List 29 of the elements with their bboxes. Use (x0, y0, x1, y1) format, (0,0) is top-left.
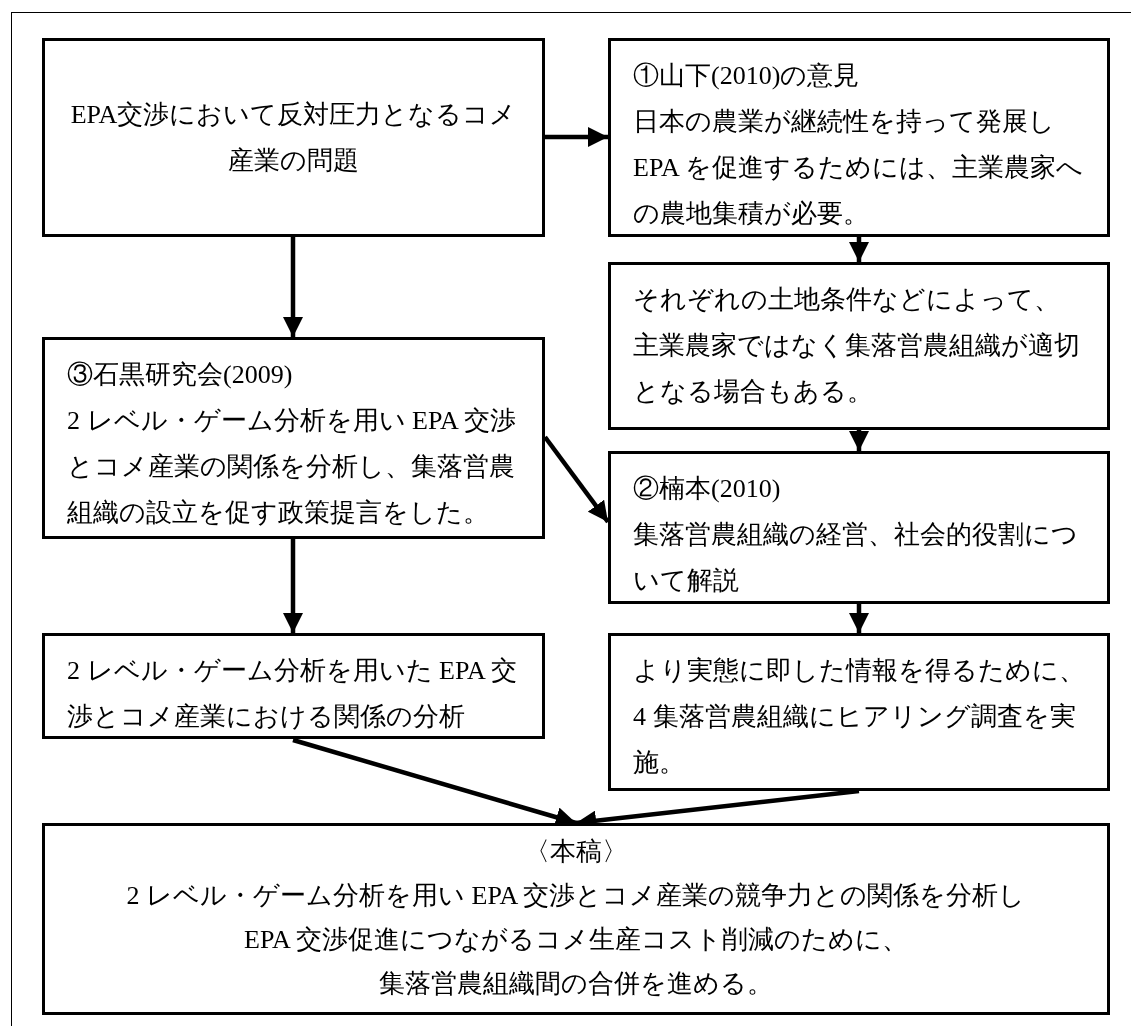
arrow (848, 430, 870, 451)
arrow (543, 435, 610, 524)
box-text: より実態に即した情報を得るために、4 集落営農組織にヒアリング調査を実施。 (633, 655, 1085, 779)
box-text: 集落営農組織の経営、社会的役割について解説 (633, 519, 1079, 597)
box-text: EPA交渉において反対圧力となるコメ産業の問題 (69, 98, 518, 177)
arrow (848, 237, 870, 262)
arrow (848, 604, 870, 633)
box-text: 日本の農業が継続性を持って発展しEPA を促進するためには、主業農家への農地集積が必要。 (633, 106, 1084, 230)
box-text: 集落営農組織間の合併を進める。 (378, 968, 774, 1000)
box-text: EPA 交渉促進につながるコメ生産コスト削減のために、 (243, 924, 909, 956)
text-box (42, 38, 545, 237)
text-box (42, 633, 545, 739)
box-text: 2 レベル・ゲーム分析を用い EPA 交渉とコメ産業の関係を分析し、集落営農組織の設立を促す政策提言をした。 (67, 405, 517, 529)
text-box (42, 337, 545, 539)
arrow (545, 126, 608, 148)
arrow (282, 539, 304, 633)
box-text: それぞれの土地条件などによって、主業農家ではなく集落営農組織が適切となる場合もある。 (633, 284, 1081, 408)
box-text: 2 レベル・ゲーム分析を用い EPA 交渉とコメ産業の競争力との関係を分析し (125, 880, 1027, 912)
box-heading: ②楠本(2010) (633, 473, 782, 505)
text-box (608, 451, 1110, 604)
box-text: 2 レベル・ゲーム分析を用いた EPA 交渉とコメ産業における関係の分析 (67, 655, 518, 733)
text-box (608, 633, 1110, 791)
text-box (608, 38, 1110, 237)
arrow (282, 237, 304, 337)
text-box (42, 823, 1110, 1015)
text-box (608, 262, 1110, 430)
box-heading: 〈本稿〉 (523, 836, 629, 868)
box-heading: ③石黒研究会(2009) (67, 359, 294, 391)
box-heading: ①山下(2010)の意見 (633, 60, 861, 92)
